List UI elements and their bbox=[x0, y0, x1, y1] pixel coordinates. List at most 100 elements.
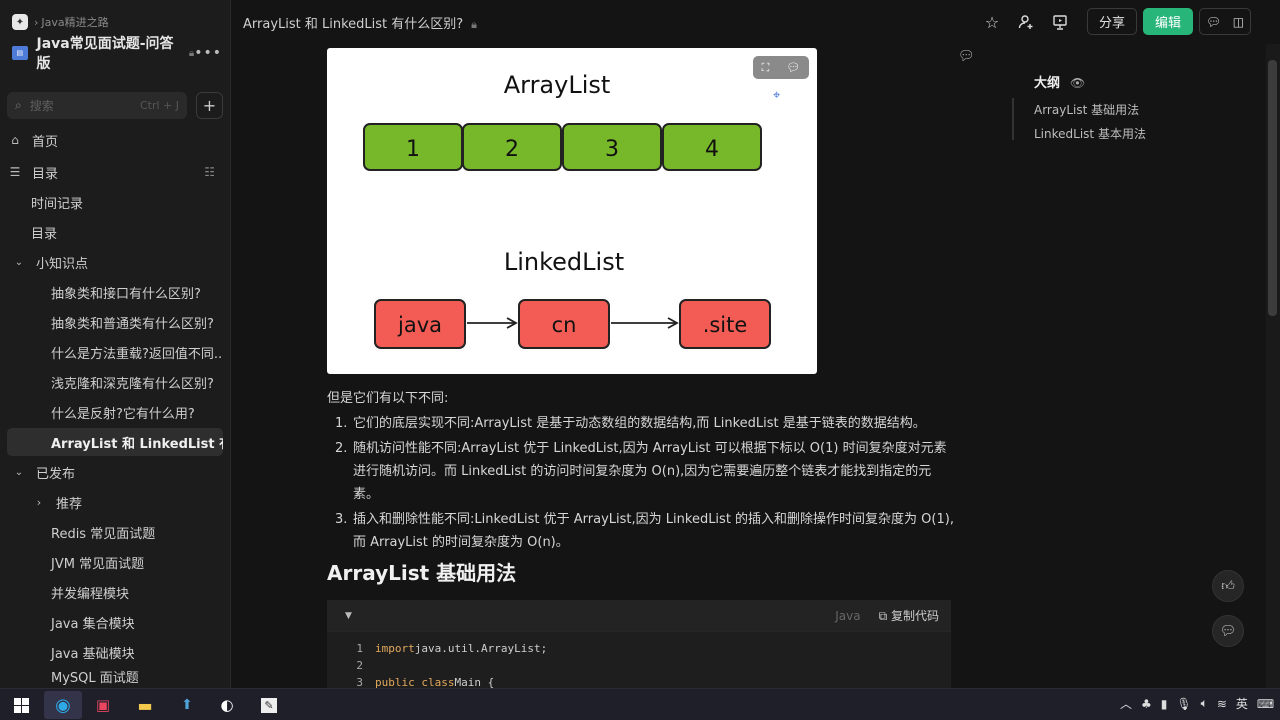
list-number: 2. bbox=[335, 441, 348, 456]
array-cell bbox=[662, 123, 762, 171]
os-taskbar: ◉ ▣ ▬ ⬆ ◐ ✎ ︿ ♣ ▮ 🎙︎ 🔈︎ ≋ 英 ⌨ ▭ bbox=[0, 688, 1280, 720]
code-header: ▼ Java ⧉ 复制代码 bbox=[327, 600, 951, 632]
sidebar-item[interactable]: 抽象类和普通类有什么区别? bbox=[7, 308, 223, 336]
search-placeholder: 搜索 bbox=[29, 99, 54, 113]
chevron-down-icon[interactable]: ⌄ bbox=[14, 466, 24, 478]
difference-list: 1.它们的底层实现不同:ArrayList 是基于动态数组的数据结构,而 Lin… bbox=[327, 412, 957, 556]
sidebar-group[interactable]: ⌄ 已发布 bbox=[7, 458, 223, 486]
breadcrumb[interactable]: ✦ › Java精进之路 bbox=[12, 12, 109, 32]
outline-title-text: 大纲 bbox=[1034, 76, 1061, 91]
link-arrowhead bbox=[506, 317, 518, 329]
app-icon[interactable]: ✎ bbox=[250, 691, 288, 719]
code-language[interactable]: Java bbox=[835, 608, 861, 623]
sidebar-item[interactable]: 时间记录 bbox=[7, 188, 223, 216]
line-number: 1 bbox=[356, 642, 363, 655]
diagram-image[interactable]: ArrayList 1 2 3 4 LinkedList bbox=[327, 48, 817, 374]
link-arrowhead bbox=[667, 317, 679, 329]
search-shortcut: Ctrl + J bbox=[139, 99, 179, 112]
outline-item[interactable]: LinkedList 基本用法 bbox=[1034, 127, 1146, 141]
hide-outline-icon[interactable]: 👁︎ bbox=[1070, 76, 1086, 90]
system-tray: ︿ ♣ ▮ 🎙︎ 🔈︎ ≋ 英 ⌨ ▭ bbox=[1120, 695, 1280, 712]
sidebar-item-label: 什么是反射?它有什么用? bbox=[51, 406, 195, 422]
file-explorer-icon[interactable]: ▬ bbox=[137, 695, 153, 715]
nav-toc[interactable]: ☰ 目录 ☷ bbox=[7, 158, 223, 186]
sidebar-item[interactable]: Redis 常见面试题 bbox=[7, 518, 223, 546]
sidebar-item[interactable]: 目录 bbox=[7, 218, 223, 246]
knowledge-base-title[interactable]: ▤ Java常见面试题-问答版 🔒︎ ••• bbox=[12, 36, 222, 72]
comment-icon[interactable]: 💬︎ bbox=[786, 61, 801, 74]
array-cell-label: 2 bbox=[505, 137, 519, 162]
scan-icon[interactable]: ⌖ bbox=[773, 88, 781, 103]
app-icon[interactable]: ⬆ bbox=[181, 697, 193, 713]
outline-item[interactable]: ArrayList 基础用法 bbox=[1034, 103, 1140, 117]
array-cell-label: 1 bbox=[406, 137, 420, 162]
sidebar-item[interactable]: MySQL 面试题 bbox=[7, 665, 223, 688]
linkedlist-title: LinkedList bbox=[504, 248, 624, 276]
sidebar-item[interactable]: 什么是反射?它有什么用? bbox=[7, 398, 223, 426]
list-item-text: 插入和删除性能不同:LinkedList 优于 ArrayList,因为 Lin… bbox=[353, 512, 954, 550]
sidebar-item-label: 推荐 bbox=[56, 496, 83, 512]
sidebar-item-label: JVM 常见面试题 bbox=[51, 556, 145, 572]
nav-home-label: 首页 bbox=[32, 134, 59, 150]
book-icon: ▤ bbox=[12, 46, 28, 60]
sidebar-item[interactable]: JVM 常见面试题 bbox=[7, 548, 223, 576]
sidebar-item[interactable]: Java 集合模块 bbox=[7, 608, 223, 636]
more-icon[interactable]: ••• bbox=[194, 45, 222, 61]
add-comment-icon[interactable]: 💬︎ bbox=[958, 49, 975, 64]
add-button[interactable]: + bbox=[196, 92, 223, 119]
windows-start-icon[interactable] bbox=[2, 691, 40, 719]
present-icon[interactable] bbox=[1049, 11, 1071, 33]
sidebar-group[interactable]: › 推荐 bbox=[7, 488, 223, 516]
ime-indicator[interactable]: 英 bbox=[1235, 697, 1248, 711]
lock-icon: 🔒︎ bbox=[188, 47, 195, 59]
copy-code-button[interactable]: ⧉ 复制代码 bbox=[878, 609, 939, 623]
doc-title: ArrayList 和 LinkedList 有什么区别?🔒︎ bbox=[243, 13, 477, 32]
code-keyword: public class bbox=[375, 676, 455, 689]
sidebar-item-label: 目录 bbox=[31, 226, 58, 242]
toc-collapse-icon[interactable]: ☷ bbox=[204, 165, 215, 179]
sidebar-item-current[interactable]: ArrayList 和 LinkedList 有什... bbox=[7, 428, 223, 456]
sidebar-item-label: ArrayList 和 LinkedList 有什... bbox=[51, 436, 223, 452]
search-input[interactable]: ⌕ 搜索 Ctrl + J bbox=[7, 92, 187, 119]
edge-browser-icon[interactable]: ◉ bbox=[44, 691, 82, 719]
sidebar-item-label: 小知识点 bbox=[36, 256, 89, 272]
microphone-icon[interactable]: 🎙︎ bbox=[1176, 696, 1192, 711]
app-tray-icon[interactable]: ♣ bbox=[1141, 696, 1152, 711]
share-button[interactable]: 分享 bbox=[1087, 8, 1137, 35]
comment-icon[interactable]: 💬︎ bbox=[1205, 14, 1222, 29]
linked-nodes: java cn .site bbox=[374, 299, 771, 349]
keyboard-icon[interactable]: ⌨ bbox=[1256, 696, 1275, 711]
sidebar-item[interactable]: 什么是方法重载?返回值不同... bbox=[7, 338, 223, 366]
doc-header: ArrayList 和 LinkedList 有什么区别?🔒︎ ☆ 分享 编辑 … bbox=[231, 0, 1280, 44]
collapse-code-icon[interactable]: ▼ bbox=[345, 610, 352, 621]
sidebar-item[interactable]: 抽象类和接口有什么区别? bbox=[7, 278, 223, 306]
ide-icon[interactable]: ▣ bbox=[95, 696, 111, 714]
arraylist-title: ArrayList bbox=[504, 71, 611, 99]
breadcrumb-root[interactable]: Java精进之路 bbox=[41, 16, 109, 29]
fullscreen-icon[interactable]: ⛶ bbox=[761, 60, 770, 74]
chevron-down-icon[interactable]: ⌄ bbox=[14, 256, 24, 268]
volume-icon[interactable]: 🔈︎ bbox=[1200, 696, 1208, 710]
star-icon[interactable]: ☆ bbox=[984, 12, 1000, 32]
app-icon[interactable]: ◐ bbox=[220, 696, 234, 714]
sidebar-item[interactable]: 并发编程模块 bbox=[7, 578, 223, 606]
chevron-right-icon[interactable]: › bbox=[36, 495, 42, 509]
scrollbar-thumb[interactable] bbox=[1268, 60, 1277, 316]
sidebar-item[interactable]: 浅克隆和深克隆有什么区别? bbox=[7, 368, 223, 396]
list-diagram: ArrayList 1 2 3 4 LinkedList bbox=[363, 71, 771, 349]
comment-button[interactable]: 💬︎ bbox=[1212, 615, 1244, 647]
like-button[interactable]: 👍︎ bbox=[1212, 570, 1244, 602]
sidebar: ✦ › Java精进之路 ▤ Java常见面试题-问答版 🔒︎ ••• ⌕ 搜索… bbox=[0, 0, 231, 688]
add-collaborator-icon[interactable] bbox=[1015, 11, 1037, 33]
sidebar-toggle-icon[interactable]: ◫ bbox=[1232, 14, 1245, 29]
sidebar-item[interactable]: Java 基础模块 bbox=[7, 638, 223, 666]
wifi-icon[interactable]: ≋ bbox=[1216, 696, 1227, 711]
edit-button[interactable]: 编辑 bbox=[1143, 8, 1193, 35]
chevron-up-icon[interactable]: ︿ bbox=[1120, 697, 1133, 711]
sidebar-group[interactable]: ⌄ 小知识点 bbox=[7, 248, 223, 276]
nav-home[interactable]: ⌂ 首页 bbox=[7, 126, 223, 154]
battery-icon[interactable]: ▮ bbox=[1160, 696, 1168, 711]
